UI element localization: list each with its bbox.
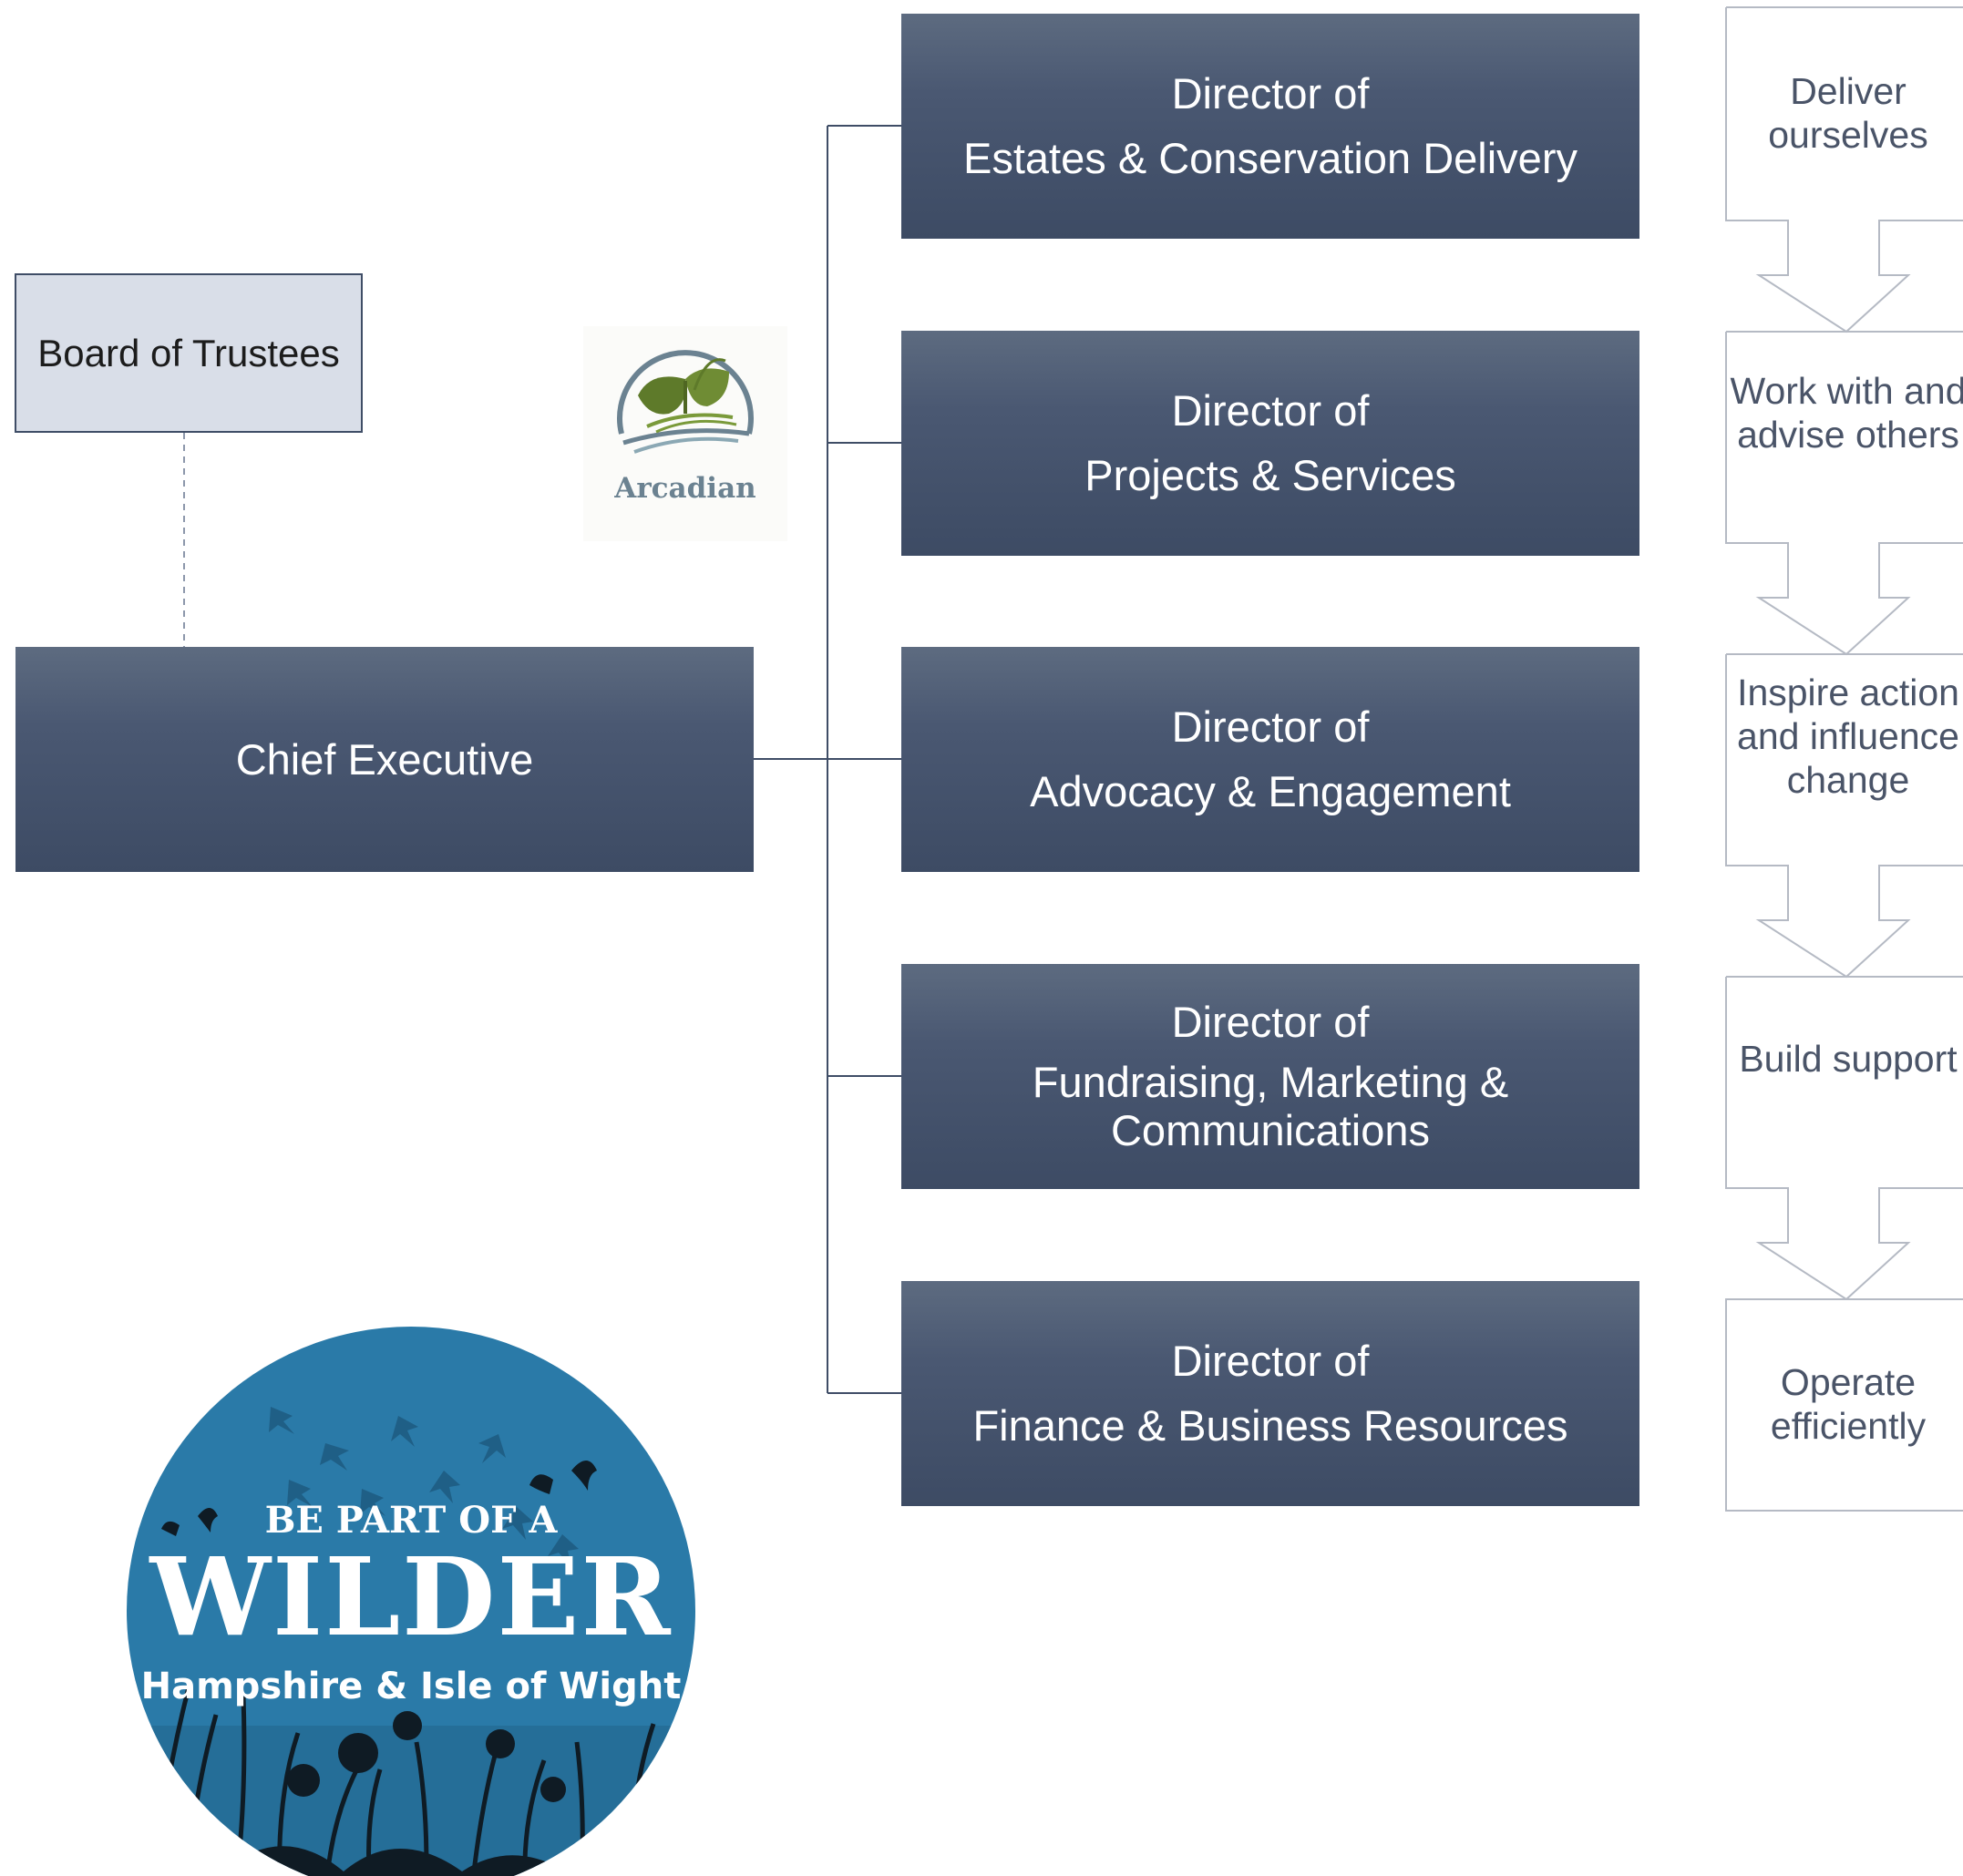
director-title: Director of bbox=[1171, 386, 1370, 436]
director-title: Director of bbox=[1171, 997, 1370, 1046]
director-box-advocacy: Director of Advocacy & Engagement bbox=[901, 647, 1639, 872]
chief-executive-label: Chief Executive bbox=[235, 735, 534, 784]
wilder-line-1: BE PART OF A bbox=[265, 1499, 559, 1542]
wilder-line-2: WILDER bbox=[148, 1533, 672, 1660]
board-label: Board of Trustees bbox=[37, 331, 340, 374]
step-inspire-action: Inspire action and influence change bbox=[1737, 671, 1959, 801]
process-arrow-shape bbox=[1725, 331, 1963, 656]
wilder-line-3: Hampshire & Isle of Wight bbox=[141, 1666, 682, 1707]
arcadian-wordmark: Arcadian bbox=[614, 472, 756, 505]
process-box-shape bbox=[1725, 1298, 1963, 1512]
step-work-with-others: Work with and advise others bbox=[1730, 370, 1963, 456]
director-box-estates: Director of Estates & Conservation Deliv… bbox=[901, 14, 1639, 239]
process-arrow-shape bbox=[1725, 976, 1963, 1301]
director-title: Director of bbox=[1171, 1337, 1370, 1386]
director-title: Director of bbox=[1171, 69, 1370, 118]
arcadian-logo: Arcadian bbox=[583, 326, 787, 541]
director-box-finance: Director of Finance & Business Resources bbox=[901, 1281, 1639, 1506]
director-name: Finance & Business Resources bbox=[972, 1400, 1568, 1450]
director-name: Estates & Conservation Delivery bbox=[963, 133, 1578, 182]
director-name: Advocacy & Engagement bbox=[1030, 766, 1511, 815]
process-arrows bbox=[1725, 6, 1963, 1512]
director-name: Projects & Services bbox=[1084, 450, 1456, 499]
wilder-badge-container: BE PART OF A WILDER Hampshire & Isle of … bbox=[0, 1325, 1963, 1876]
director-name: Fundraising, Marketing & Communications bbox=[1032, 1058, 1509, 1155]
leaf-icon bbox=[617, 350, 754, 454]
director-box-fundraising: Director of Fundraising, Marketing & Com… bbox=[901, 964, 1639, 1189]
director-box-projects: Director of Projects & Services bbox=[901, 331, 1639, 556]
step-deliver-ourselves: Deliver ourselves bbox=[1768, 70, 1928, 156]
board-of-trustees-box: Board of Trustees bbox=[15, 273, 363, 433]
chief-executive-box: Chief Executive bbox=[15, 647, 754, 872]
process-arrow-shape bbox=[1725, 653, 1963, 979]
process-arrow-shape bbox=[1725, 6, 1963, 333]
director-title: Director of bbox=[1171, 702, 1370, 752]
wilder-badge: BE PART OF A WILDER Hampshire & Isle of … bbox=[127, 1327, 695, 1876]
step-build-support: Build support bbox=[1739, 1038, 1958, 1080]
step-operate-efficiently: Operate efficiently bbox=[1770, 1361, 1927, 1447]
